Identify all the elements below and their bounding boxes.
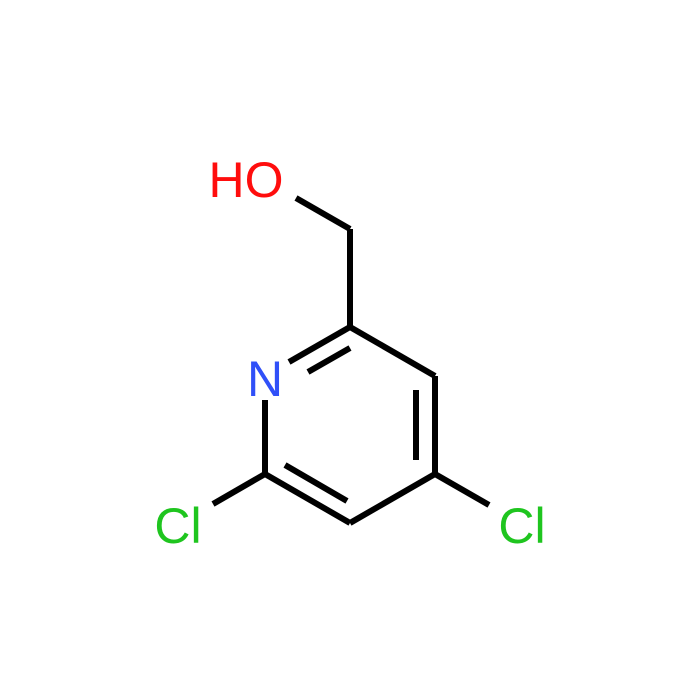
bond-n-c2-inner bbox=[306, 345, 352, 375]
bond-c5-c6-inner bbox=[283, 462, 349, 504]
bond-c4-cl bbox=[433, 471, 491, 508]
bond-c4-c5 bbox=[348, 471, 437, 526]
bond-o-ch2 bbox=[294, 195, 352, 232]
atom-labels: HO N Cl Cl bbox=[154, 152, 545, 554]
chlorine-6-label: Cl bbox=[154, 498, 201, 554]
bond-n-c2 bbox=[287, 324, 352, 365]
bonds bbox=[211, 195, 491, 526]
hydroxyl-label: HO bbox=[209, 152, 284, 208]
chlorine-4-label: Cl bbox=[498, 498, 545, 554]
bond-c6-cl bbox=[211, 471, 267, 507]
bond-c2-c3 bbox=[348, 324, 437, 379]
nitrogen-label: N bbox=[247, 351, 283, 407]
bond-c5-c6 bbox=[263, 471, 352, 526]
